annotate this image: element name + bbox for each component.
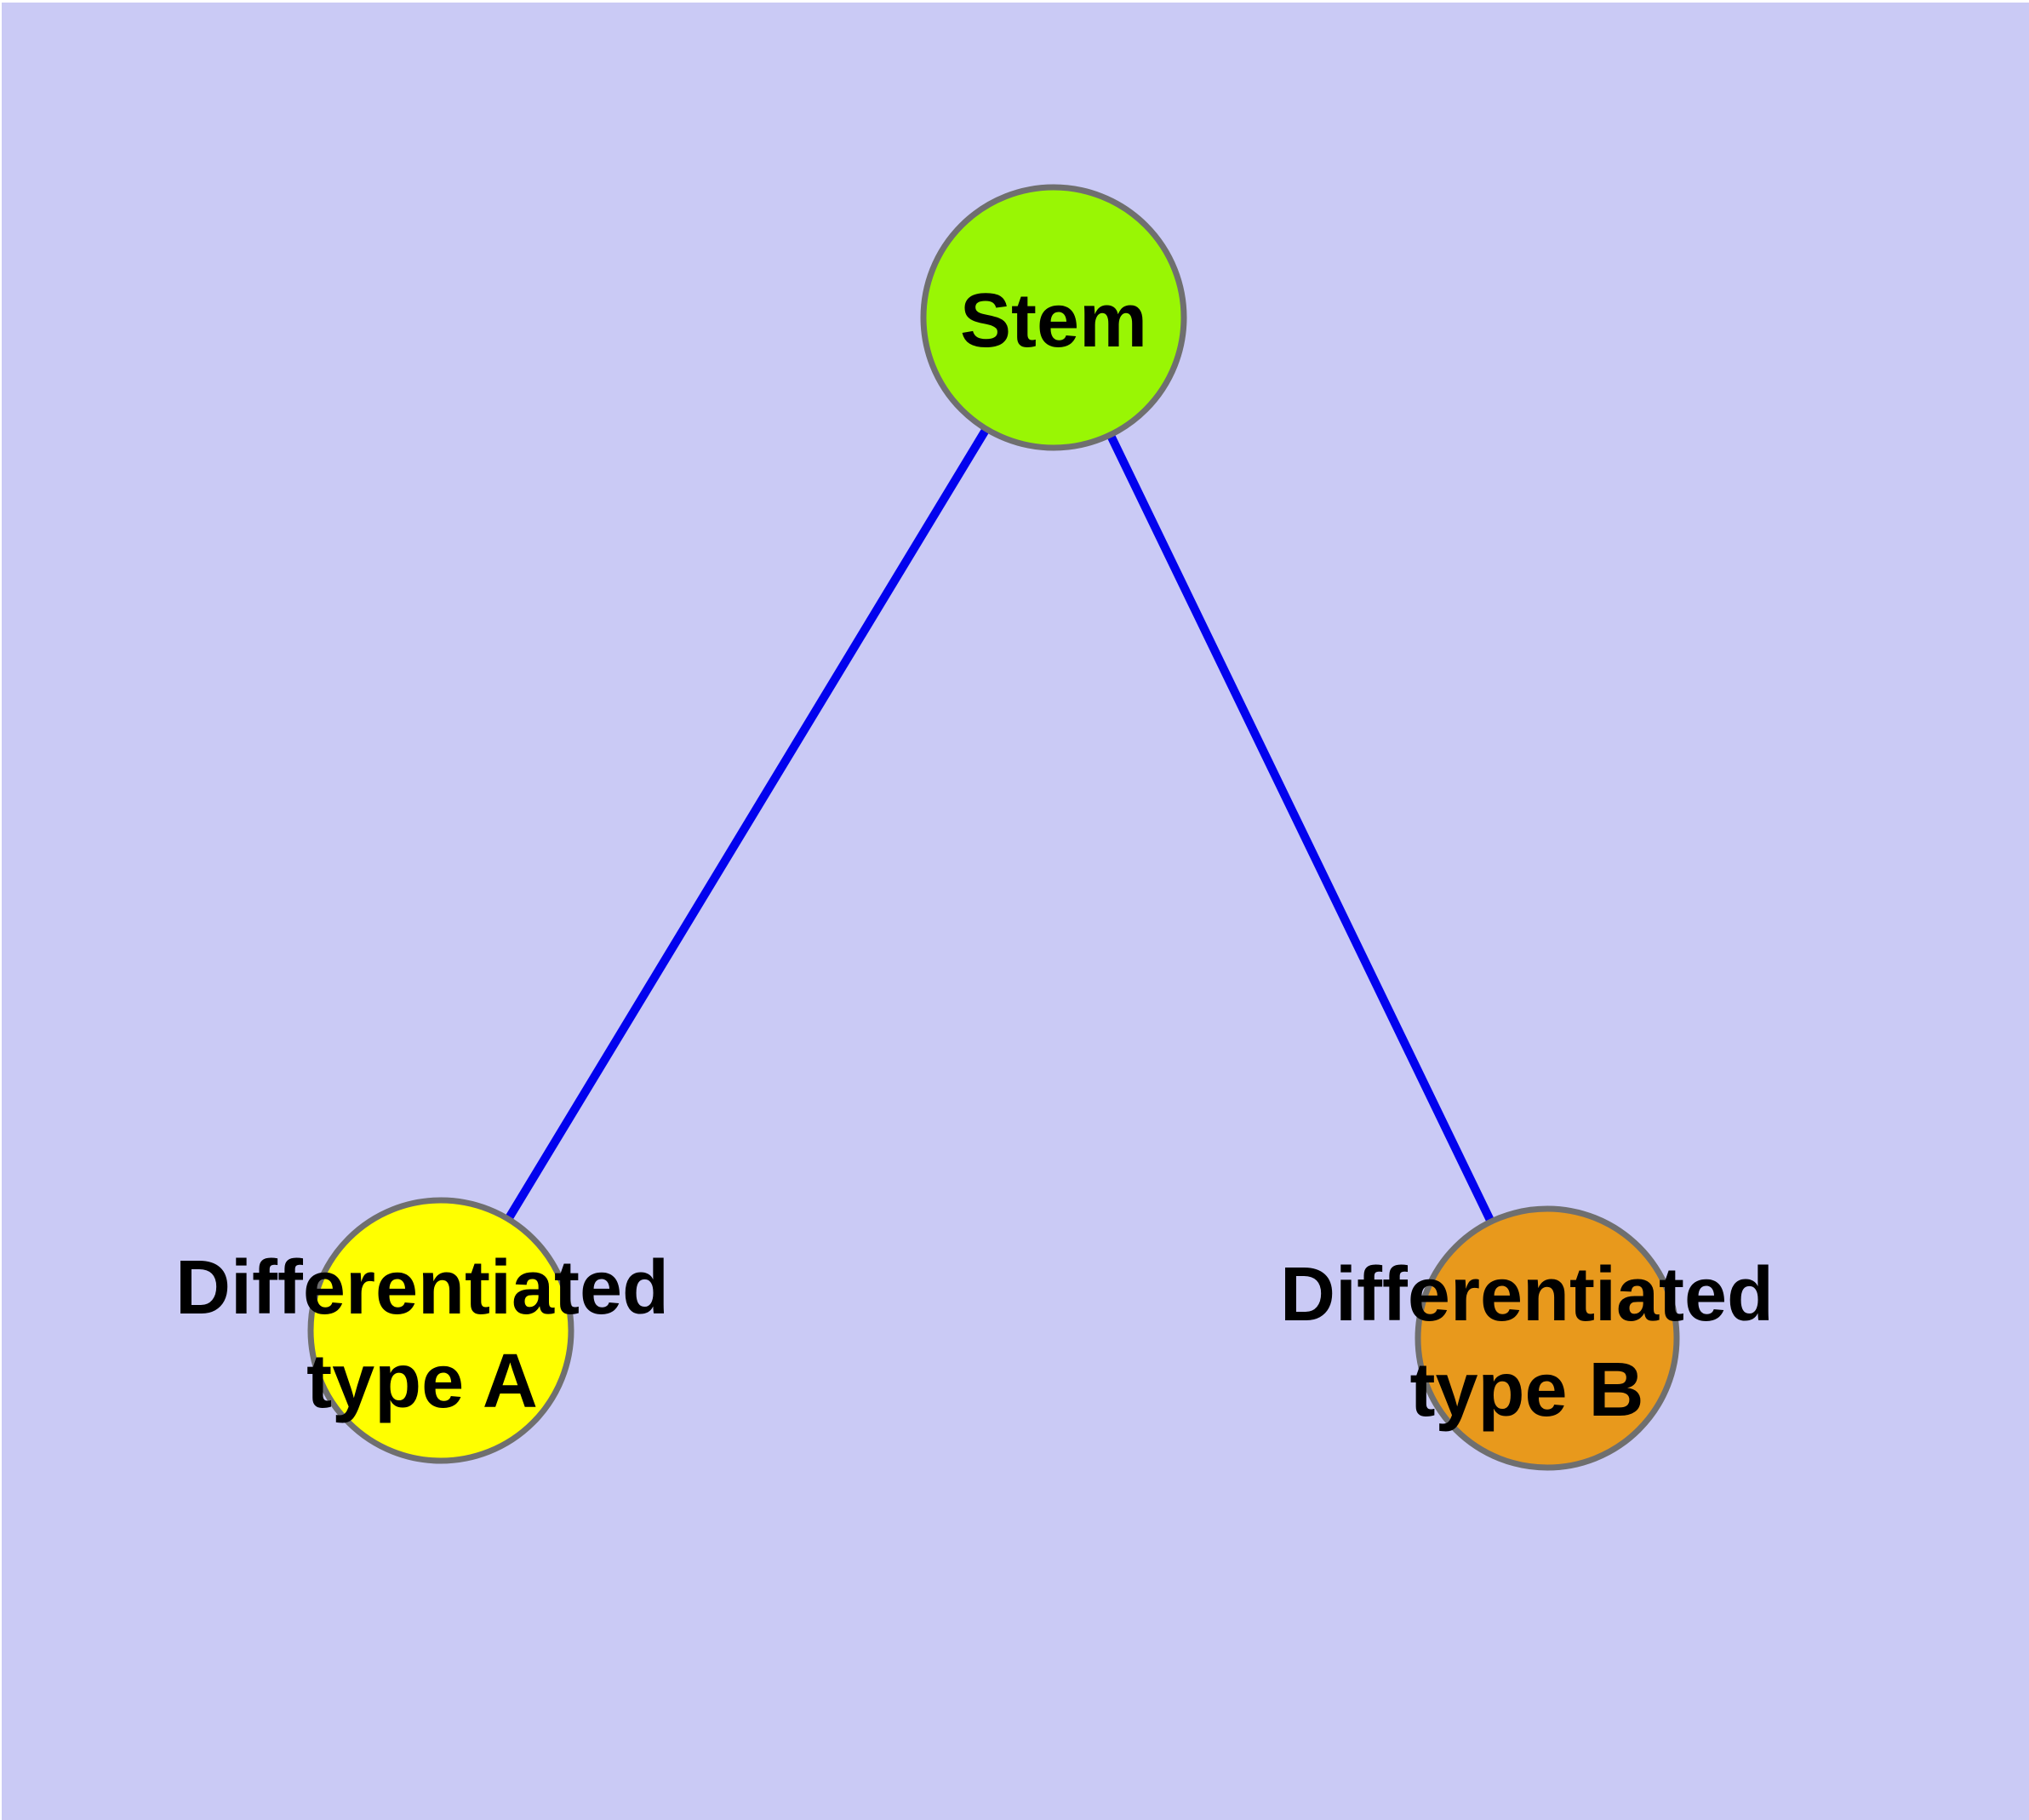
node-label-type-a-line1: Differentiated (175, 1245, 669, 1331)
edge-stem-to-type-b (1049, 315, 1552, 1341)
node-label-type-b-line1: Differentiated (1280, 1252, 1774, 1337)
node-layer (307, 184, 1680, 1471)
edge-layer (437, 315, 1552, 1341)
node-label-type-b-line2: type B (1409, 1348, 1643, 1433)
node-circle-type-b (1415, 1205, 1680, 1471)
node-circle-type-a (307, 1197, 574, 1464)
node-label-stem: Stem (960, 278, 1147, 363)
node-circle-stem (920, 184, 1187, 451)
label-layer: Stem Differentiated type A Differentiate… (175, 278, 1774, 1433)
edge-stem-to-type-a (437, 315, 1058, 1333)
node-label-type-a-line2: type A (306, 1339, 538, 1424)
